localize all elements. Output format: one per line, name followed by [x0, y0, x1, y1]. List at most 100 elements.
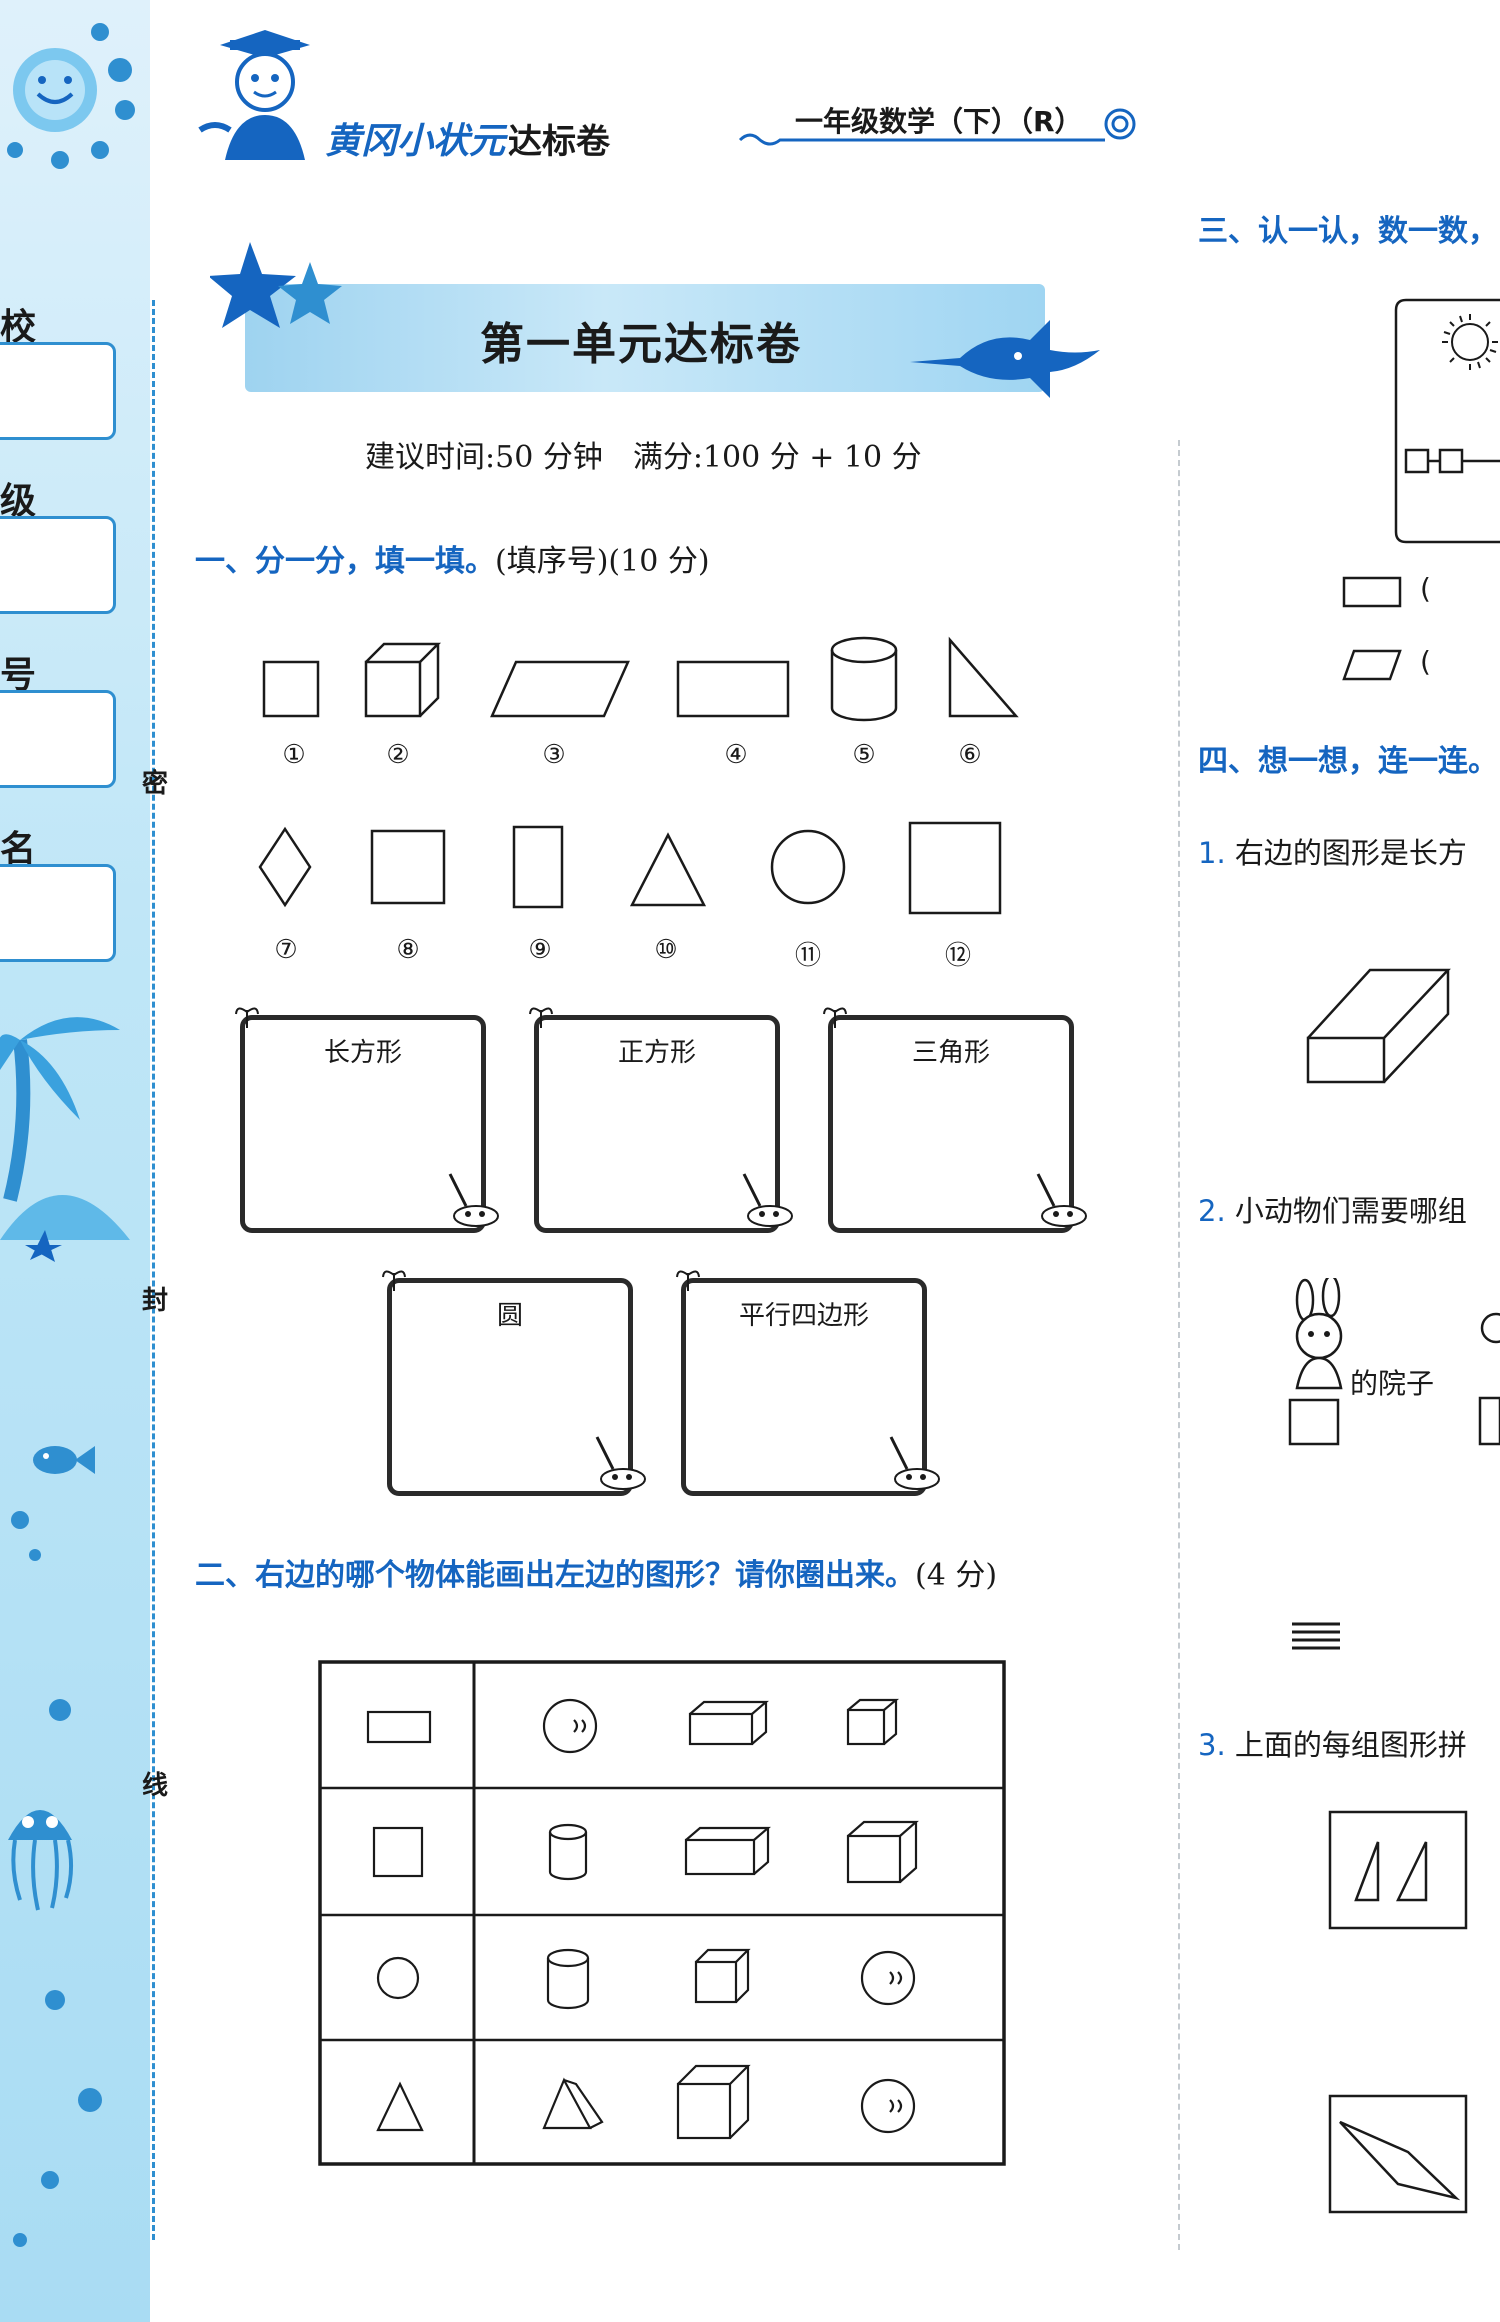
brand-suffix: 达标卷	[508, 122, 610, 162]
target-triangle	[376, 2081, 424, 2132]
category-label-triangle: 三角形	[911, 1038, 990, 1068]
sprout-icon	[676, 1270, 700, 1291]
mascot-graduate-icon	[198, 30, 310, 160]
target-square	[372, 1826, 424, 1878]
seal-char-xian: 线	[142, 1771, 169, 1801]
label-2: ②	[386, 740, 410, 770]
shape-cylinder-5	[830, 636, 898, 722]
section3-figure	[1394, 298, 1500, 544]
lines-icon	[1292, 1622, 1340, 1650]
section3-paren-1: (	[1420, 572, 1431, 605]
shape-triangle-10	[629, 832, 707, 907]
label-4: ④	[724, 740, 748, 770]
category-box-square[interactable]: 正方形	[534, 1015, 780, 1233]
category-box-parallelogram[interactable]: 平行四边形	[681, 1278, 927, 1496]
section4-q1: 1. 右边的图形是长方	[1198, 830, 1467, 872]
section2-title: 二、右边的哪个物体能画出左边的图形？请你圈出来。	[195, 1558, 915, 1593]
shape-rectangle-9	[512, 825, 564, 909]
q3-number: 3.	[1198, 1728, 1226, 1762]
section2-heading: 二、右边的哪个物体能画出左边的图形？请你圈出来。(4 分)	[195, 1550, 997, 1594]
binding-strip: 校 级 号 名	[0, 0, 150, 2322]
section3-heading: 三、认一认，数一数，	[1198, 214, 1498, 249]
option-cylinder[interactable]	[548, 1823, 588, 1881]
option-ball[interactable]	[860, 2078, 916, 2134]
option-cuboid[interactable]	[684, 1826, 771, 1876]
section4-q3: 3. 上面的每组图形拼	[1198, 1722, 1467, 1764]
label-12: ⑫	[944, 941, 971, 971]
triangle-pair-figure	[1328, 1810, 1468, 1930]
label-11: ⑪	[794, 941, 821, 971]
fish-icon	[33, 1446, 95, 1474]
q1-text: 右边的图形是长方	[1234, 836, 1467, 870]
rabbit-icon	[1295, 1278, 1343, 1390]
class-label: 级	[0, 481, 37, 522]
category-box-rectangle[interactable]: 长方形	[240, 1015, 486, 1233]
shape-square-1	[262, 660, 320, 718]
shapes-row1	[262, 636, 1019, 722]
school-field[interactable]	[0, 342, 116, 440]
number-label: 号	[0, 655, 37, 696]
option-cube[interactable]	[846, 1820, 919, 1884]
chain-squares	[1404, 448, 1500, 474]
shapes-row2	[258, 821, 1002, 915]
target-circle	[376, 1956, 420, 2000]
q1-number: 1.	[1198, 836, 1226, 870]
sprout-icon	[529, 1007, 553, 1028]
q2-text: 小动物们需要哪组	[1234, 1194, 1467, 1228]
snail-icon	[1036, 1173, 1087, 1227]
binding-dashed-line	[152, 300, 155, 2240]
sprout-icon	[823, 1007, 847, 1028]
option-ball[interactable]	[860, 1950, 916, 2006]
sun-icon	[1442, 314, 1498, 370]
section1-note: (填序号)(10 分)	[495, 544, 710, 579]
option-cube[interactable]	[676, 2064, 751, 2140]
target-rectangle	[366, 1710, 432, 1744]
sprout-icon	[382, 1270, 406, 1291]
label-6: ⑥	[958, 740, 982, 770]
snail-icon	[448, 1173, 499, 1227]
snail-icon	[742, 1173, 793, 1227]
option-small-cube[interactable]	[694, 1948, 751, 2004]
label-1: ①	[282, 740, 306, 770]
sun-decoration-icon	[7, 23, 135, 169]
name-label: 名	[0, 829, 37, 870]
rabbit-answer-box[interactable]	[1286, 1396, 1346, 1452]
label-8: ⑧	[396, 935, 420, 965]
section1-heading: 一、分一分，填一填。(填序号)(10 分)	[195, 536, 710, 580]
category-box-triangle[interactable]: 三角形	[828, 1015, 1074, 1233]
seal-char-mi: 密	[142, 769, 169, 799]
swordfish-icon	[910, 320, 1100, 398]
label-10: ⑩	[654, 935, 678, 965]
category-label-circle: 圆	[496, 1301, 523, 1331]
option-cylinder[interactable]	[546, 1948, 590, 2010]
brand-name: 黄冈小状元	[325, 121, 506, 162]
name-field[interactable]	[0, 864, 116, 962]
unit-title: 第一单元达标卷	[480, 319, 802, 370]
rectangle-shape-icon	[1342, 576, 1402, 608]
section3-paren-2: (	[1420, 645, 1431, 678]
shape-square-8	[370, 829, 446, 905]
shape-square-12	[908, 821, 1002, 915]
label-5: ⑤	[852, 740, 876, 770]
bubbles-decoration-icon	[11, 1511, 102, 2247]
snail-icon	[595, 1436, 646, 1490]
option-cuboid[interactable]	[688, 1700, 769, 1746]
section4-heading: 四、想一想，连一连。	[1198, 744, 1498, 779]
section1-title: 一、分一分，填一填。	[195, 544, 495, 579]
label-7: ⑦	[274, 935, 298, 965]
rabbit-yard-label: 的院子	[1350, 1367, 1435, 1400]
option-small-cube[interactable]	[846, 1698, 900, 1746]
grade-subject: 一年级数学（下）（R）	[795, 105, 1083, 138]
sprout-icon	[235, 1007, 259, 1028]
number-field[interactable]	[0, 690, 116, 788]
option-triangular-prism[interactable]	[542, 2077, 604, 2130]
shape-parallelogram-3	[490, 660, 630, 718]
section2-note: (4 分)	[915, 1558, 998, 1593]
column-divider	[1178, 440, 1180, 2250]
category-box-circle[interactable]: 圆	[387, 1278, 633, 1496]
class-field[interactable]	[0, 516, 116, 614]
option-ball[interactable]	[542, 1698, 598, 1754]
jellyfish-icon	[8, 1810, 73, 1911]
shape-rhombus-7	[258, 826, 312, 908]
category-label-rectangle: 长方形	[323, 1038, 402, 1068]
